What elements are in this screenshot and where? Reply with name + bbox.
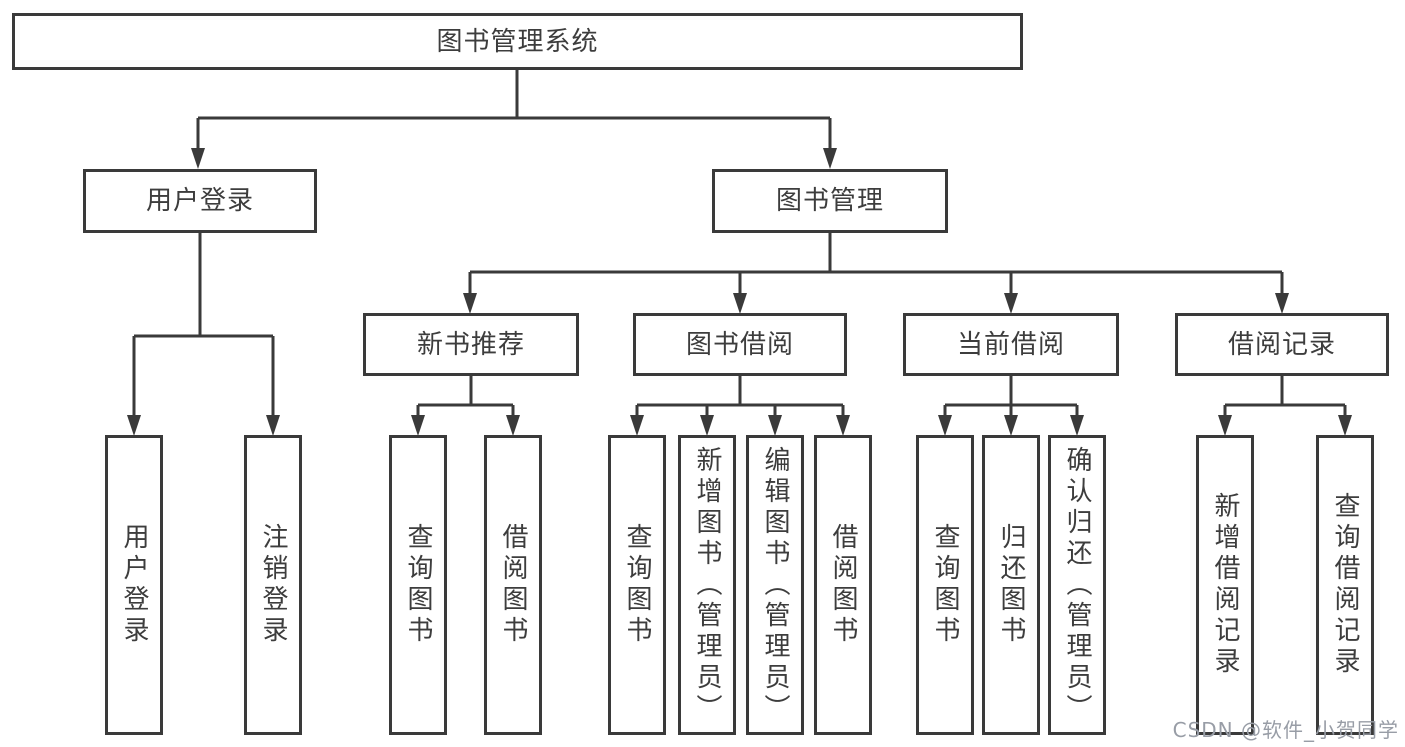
leaf-return-books: 归还图书 [982, 435, 1040, 735]
node-current-borrowing-label: 当前借阅 [956, 329, 1065, 360]
node-borrowing-records: 借阅记录 [1175, 313, 1389, 376]
node-borrowing-records-label: 借阅记录 [1227, 329, 1336, 360]
leaf-query-books-2-label: 查询图书 [622, 523, 652, 647]
leaf-confirm-return-admin: 确认归还（管理员） [1048, 435, 1106, 735]
node-root-label: 图书管理系统 [436, 26, 599, 57]
leaf-query-borrow-record: 查询借阅记录 [1316, 435, 1374, 735]
leaf-borrow-books-1: 借阅图书 [484, 435, 542, 735]
node-current-borrowing: 当前借阅 [903, 313, 1119, 376]
leaf-query-books-1: 查询图书 [389, 435, 447, 735]
leaf-query-books-3-label: 查询图书 [930, 523, 960, 647]
leaf-query-borrow-record-label: 查询借阅记录 [1330, 492, 1360, 678]
leaf-add-borrow-record-label: 新增借阅记录 [1210, 492, 1240, 678]
node-new-book-recommend-label: 新书推荐 [416, 329, 525, 360]
node-root-system: 图书管理系统 [12, 13, 1023, 70]
leaf-user-login: 用户登录 [105, 435, 163, 735]
leaf-borrow-books-1-label: 借阅图书 [498, 523, 528, 647]
node-new-book-recommend: 新书推荐 [363, 313, 579, 376]
node-book-management: 图书管理 [712, 169, 948, 233]
node-book-borrowing-label: 图书借阅 [685, 329, 794, 360]
node-book-management-label: 图书管理 [775, 186, 884, 216]
leaf-borrow-books-2: 借阅图书 [814, 435, 872, 735]
node-book-borrowing: 图书借阅 [633, 313, 847, 376]
node-user-login-label: 用户登录 [145, 186, 254, 216]
leaf-confirm-return-admin-label: 确认归还（管理员） [1062, 445, 1092, 725]
leaf-user-login-label: 用户登录 [119, 523, 149, 647]
leaf-return-books-label: 归还图书 [996, 523, 1026, 647]
leaf-logout-label: 注销登录 [258, 523, 288, 647]
node-user-login: 用户登录 [83, 169, 317, 233]
leaf-borrow-books-2-label: 借阅图书 [828, 523, 858, 647]
leaf-add-borrow-record: 新增借阅记录 [1196, 435, 1254, 735]
leaf-edit-books-admin: 编辑图书（管理员） [746, 435, 804, 735]
watermark: CSDN @软件_小贺同学 [1172, 718, 1399, 742]
leaf-add-books-admin-label: 新增图书（管理员） [692, 445, 722, 725]
leaf-query-books-3: 查询图书 [916, 435, 974, 735]
arrowheads [127, 148, 1352, 436]
leaf-add-books-admin: 新增图书（管理员） [678, 435, 736, 735]
leaf-edit-books-admin-label: 编辑图书（管理员） [760, 445, 790, 725]
leaf-logout: 注销登录 [244, 435, 302, 735]
leaf-query-books-1-label: 查询图书 [403, 523, 433, 647]
leaf-query-books-2: 查询图书 [608, 435, 666, 735]
